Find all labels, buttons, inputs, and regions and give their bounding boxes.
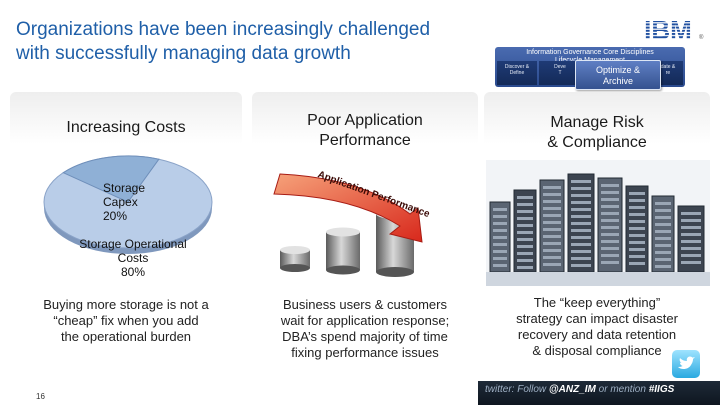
- pie-slice-capex: [62, 155, 160, 203]
- pie-label-opex-line-1: Storage Operational: [79, 237, 187, 251]
- server-rack: [567, 173, 595, 273]
- governance-cell-develop-line-1: Deve: [554, 64, 566, 70]
- footer-text: twitter: Follow @ANZ_IM or mention #IIGS: [485, 384, 674, 395]
- performance-body: Business users & customers wait for appl…: [252, 297, 478, 361]
- footer-middle: or mention: [595, 384, 649, 395]
- server-rack: [513, 189, 537, 273]
- pie-label-capex-line-3: 20%: [103, 209, 128, 223]
- performance-heading-line-2: Performance: [319, 132, 411, 149]
- slide-number: 16: [36, 392, 45, 401]
- risk-body-line-1: The “keep everything”: [533, 295, 661, 310]
- optimize-archive-line-1: Optimize &: [595, 65, 640, 75]
- governance-cell-validate-line-1: date &: [660, 64, 676, 70]
- pie-label-capex-line-1: Storage: [103, 181, 146, 195]
- pie-chart-icon: [43, 155, 213, 254]
- performance-body-line-1: Business users & customers: [282, 297, 447, 312]
- optimize-archive-box: Optimize & Archive: [575, 60, 661, 90]
- server-rack: [677, 205, 705, 273]
- pie-label-capex-line-2: Capex: [103, 195, 138, 209]
- pie-label-opex-line-3: 80%: [120, 265, 146, 279]
- pie-label-opex-line-2: Costs: [117, 251, 149, 265]
- risk-heading-line-2: & Compliance: [547, 134, 647, 151]
- costs-heading: Increasing Costs: [66, 119, 186, 136]
- risk-body-line-2: strategy can impact disaster: [516, 311, 678, 326]
- performance-body-line-4: fixing performance issues: [291, 345, 439, 360]
- footer-bar: [478, 381, 720, 405]
- risk-body: The “keep everything” strategy can impac…: [484, 295, 710, 359]
- twitter-bird-icon[interactable]: [672, 350, 700, 378]
- governance-cell-discover-line-1: Discover &: [504, 64, 530, 70]
- risk-body-line-3: recovery and data retention: [517, 327, 677, 342]
- server-rack: [597, 177, 623, 273]
- footer-prefix: twitter: Follow: [485, 384, 549, 395]
- panel-application-performance: [252, 92, 478, 380]
- governance-cell-develop: Deve T: [539, 61, 581, 85]
- governance-cell-develop-line-2: T: [558, 70, 562, 76]
- governance-cell-discover-line-2: Define: [509, 70, 525, 76]
- ibm-logo-icon: IBM: [644, 15, 692, 45]
- costs-body-line-1: Buying more storage is not a: [43, 297, 209, 312]
- performance-heading-line-1: Poor Application: [307, 112, 423, 129]
- governance-cell-discover: Discover & Define: [497, 61, 537, 85]
- slide-title-line-2: with successfully managing data growth: [16, 43, 351, 64]
- server-rack: [625, 185, 649, 273]
- costs-body-line-2: “cheap” fix when you add: [53, 313, 199, 328]
- footer-hashtag[interactable]: #IIGS: [648, 384, 675, 395]
- optimize-archive-line-2: Archive: [602, 76, 633, 86]
- twitter-bird-glyph: [678, 356, 695, 370]
- risk-heading: Manage Risk & Compliance: [484, 113, 710, 153]
- performance-heading: Poor Application Performance: [252, 111, 478, 151]
- server-rack: [489, 201, 511, 273]
- costs-body-line-3: the operational burden: [60, 329, 192, 344]
- governance-title-line-1: Information Governance Core Disciplines: [526, 49, 654, 56]
- performance-illustration: Application Performance: [273, 169, 432, 277]
- slide-title: Organizations have been increasingly cha…: [16, 18, 486, 66]
- pie-label-opex: Storage Operational Costs 80%: [58, 237, 208, 279]
- performance-body-line-2: wait for application response;: [280, 313, 450, 328]
- growth-arrow-icon: [273, 173, 423, 243]
- risk-heading-line-1: Manage Risk: [550, 114, 644, 131]
- risk-body-line-4: & disposal compliance: [532, 343, 662, 358]
- ibm-logo-text: IBM: [644, 15, 692, 45]
- governance-cell-validate-line-2: re: [665, 70, 671, 76]
- pie-label-capex: Storage Capex 20%: [103, 181, 145, 223]
- slide-title-line-1: Organizations have been increasingly cha…: [16, 19, 431, 40]
- footer-handle[interactable]: @ANZ_IM: [548, 384, 596, 395]
- server-rack: [651, 195, 675, 273]
- trademark-mark: ®: [699, 35, 704, 41]
- server-room-floor: [486, 272, 710, 286]
- server-rack: [539, 179, 565, 273]
- performance-body-line-3: DBA’s spend majority of time: [282, 329, 448, 344]
- server-room-icon: [486, 160, 710, 286]
- costs-body: Buying more storage is not a “cheap” fix…: [10, 297, 242, 345]
